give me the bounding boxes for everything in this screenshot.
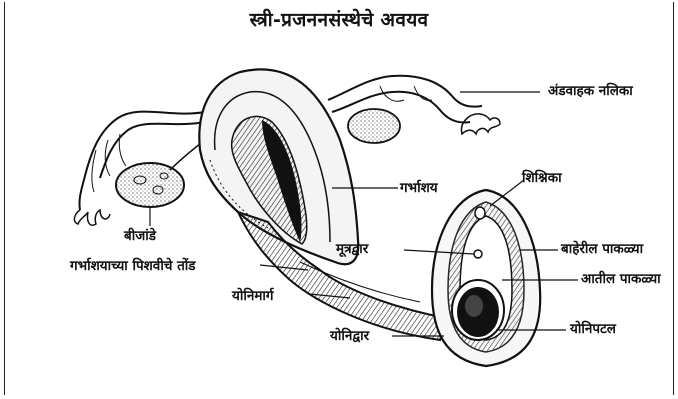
urethral-opening-shape — [474, 250, 482, 258]
label-vagina: योनिमार्ग — [232, 288, 274, 304]
clitoris-shape — [475, 207, 485, 219]
label-fallopian-tube: अंडवाहक नलिका — [548, 83, 633, 99]
right-fallopian-tube — [328, 76, 482, 123]
label-urethral-opening: मूत्रद्वार — [336, 241, 368, 257]
right-fimbriae — [461, 114, 500, 134]
label-ovary: बीजांडे — [124, 228, 156, 244]
label-clitoris: शिश्निका — [522, 170, 562, 186]
left-fimbriae — [74, 210, 110, 225]
left-ovary — [116, 163, 184, 207]
right-ovary — [348, 109, 400, 143]
label-uterus: गर्भाशय — [400, 180, 438, 196]
label-hymen: योनिपटल — [570, 321, 616, 337]
label-outer-labia: बाहेरील पाकळ्या — [561, 241, 643, 257]
vulva — [432, 190, 540, 366]
label-inner-labia: आतील पाकळ्या — [581, 271, 661, 287]
label-cervix: गर्भाशयाच्या पिशवीचे तोंड — [70, 258, 196, 274]
label-vaginal-opening: योनिद्वार — [330, 328, 369, 344]
